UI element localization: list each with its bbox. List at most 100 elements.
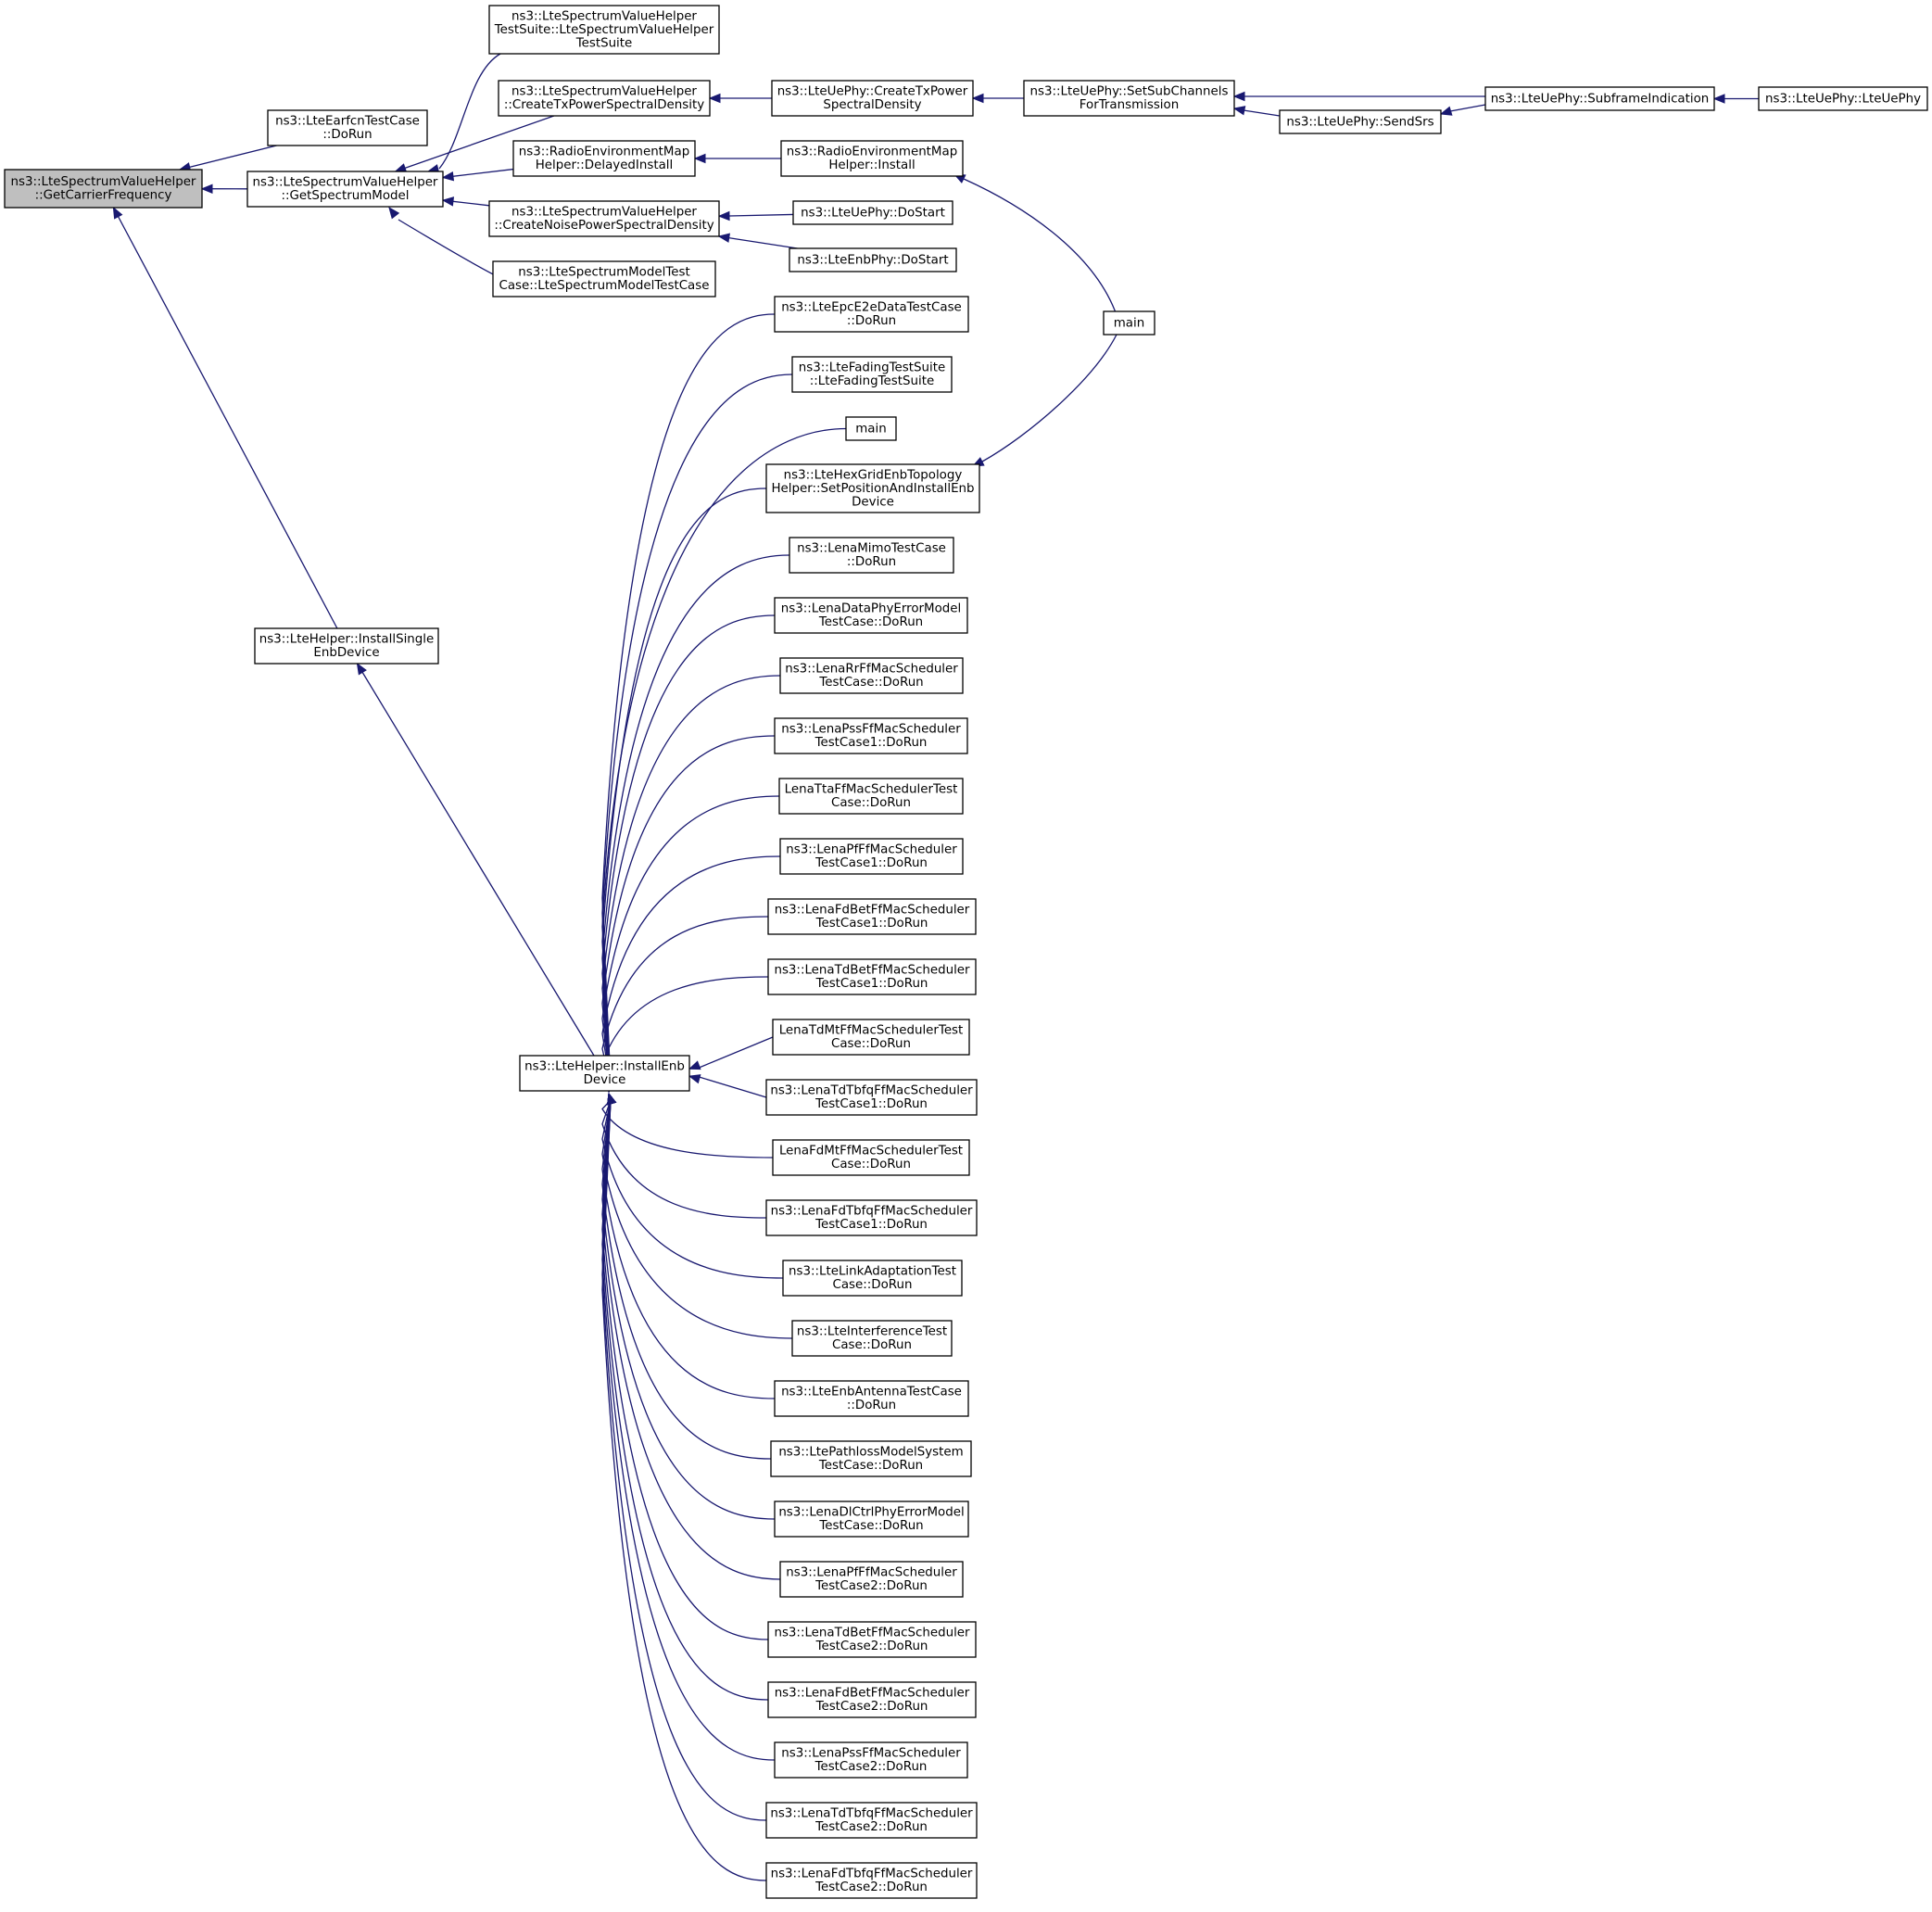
edge-installenb-to-installsingle: [356, 662, 595, 1057]
node-main2[interactable]: main: [845, 416, 897, 441]
node-label-line: ns3::LteSpectrumValueHelper: [11, 175, 196, 189]
node-fdtbfq2[interactable]: ns3::LenaFdTbfqFfMacSchedulerTestCase2::…: [765, 1862, 978, 1899]
node-label-line: ::GetCarrierFrequency: [35, 189, 172, 203]
edge-line: [601, 374, 793, 1086]
node-getcarrier[interactable]: ns3::LteSpectrumValueHelper::GetCarrierF…: [4, 169, 203, 209]
edge-delayed-to-getspectrum: [441, 168, 514, 182]
edge-arrowhead: [200, 184, 213, 194]
node-label-line: TestCase2::DoRun: [814, 1820, 928, 1834]
edge-setsub-to-uecreatetx: [971, 93, 1024, 104]
node-suite[interactable]: ns3::LteSpectrumValueHelperTestSuite::Lt…: [488, 5, 720, 55]
edge-arrowhead: [441, 171, 455, 182]
node-label-line: ns3::LteSpectrumValueHelper: [511, 9, 697, 23]
node-label-line: main: [855, 422, 886, 436]
node-label-line: TestCase1::DoRun: [814, 1097, 928, 1111]
node-box: [765, 463, 980, 513]
node-box: [498, 80, 711, 117]
edge-subframe-to-sendsrs: [1439, 104, 1486, 116]
edge-sendsrs-to-setsub: [1232, 106, 1281, 117]
node-tdbet2[interactable]: ns3::LenaTdBetFfMacSchedulerTestCase2::D…: [767, 1621, 977, 1658]
node-createnoise[interactable]: ns3::LteSpectrumValueHelper::CreateNoise…: [488, 200, 720, 237]
node-setsub[interactable]: ns3::LteUePhy::SetSubChannelsForTransmis…: [1023, 80, 1235, 117]
node-box: [519, 1055, 690, 1092]
node-box: [782, 1260, 963, 1297]
node-fdbet1[interactable]: ns3::LenaFdBetFfMacSchedulerTestCase1::D…: [767, 898, 977, 935]
edge-main1-to-hexgrid: [971, 334, 1118, 467]
node-subframe[interactable]: ns3::LteUePhy::SubframeIndication: [1484, 86, 1715, 111]
node-box: [771, 80, 974, 117]
node-box: [1103, 310, 1155, 336]
node-dataphy[interactable]: ns3::LenaDataPhyErrorModelTestCase::DoRu…: [774, 597, 968, 634]
edge-line: [438, 53, 501, 170]
node-label-line: ns3::LteFadingTestSuite: [799, 361, 945, 375]
node-box: [488, 5, 720, 55]
node-box: [1484, 86, 1715, 111]
node-label-line: ns3::LenaPfFfMacScheduler: [786, 843, 957, 857]
node-pathloss[interactable]: ns3::LtePathlossModelSystemTestCase::DoR…: [770, 1440, 972, 1477]
node-sendsrs[interactable]: ns3::LteUePhy::SendSrs: [1279, 109, 1442, 134]
node-pf1[interactable]: ns3::LenaPfFfMacSchedulerTestCase1::DoRu…: [779, 838, 964, 875]
node-box: [770, 1440, 972, 1477]
edge-arrowhead: [112, 206, 123, 220]
node-delayed[interactable]: ns3::RadioEnvironmentMapHelper::DelayedI…: [512, 140, 696, 177]
node-main1[interactable]: main: [1103, 310, 1155, 336]
node-uedostart[interactable]: ns3::LteUePhy::DoStart: [792, 200, 953, 225]
edge-line: [1449, 104, 1486, 112]
node-uecreatetx[interactable]: ns3::LteUePhy::CreateTxPowerSpectralDens…: [771, 80, 974, 117]
edge-line: [601, 313, 776, 1086]
node-epc[interactable]: ns3::LteEpcE2eDataTestCase::DoRun: [774, 296, 969, 333]
node-pss2[interactable]: ns3::LenaPssFfMacSchedulerTestCase2::DoR…: [774, 1741, 968, 1779]
node-label-line: Helper::DelayedInstall: [536, 158, 674, 172]
edge-line: [601, 735, 776, 1086]
node-modeltest[interactable]: ns3::LteSpectrumModelTestCase::LteSpectr…: [492, 260, 716, 298]
node-box: [254, 627, 439, 665]
node-mimo[interactable]: ns3::LenaMimoTestCase::DoRun: [789, 537, 954, 574]
node-pf2[interactable]: ns3::LenaPfFfMacSchedulerTestCase2::DoRu…: [779, 1561, 964, 1598]
node-antenna[interactable]: ns3::LteEnbAntennaTestCase::DoRun: [774, 1380, 969, 1417]
edge-line: [601, 487, 767, 1086]
node-box: [789, 537, 954, 574]
node-label-line: ns3::LteLinkAdaptationTest: [789, 1265, 956, 1279]
node-label-line: TestCase1::DoRun: [814, 1218, 928, 1232]
edge-line: [601, 1099, 767, 1881]
node-createtx[interactable]: ns3::LteSpectrumValueHelper::CreateTxPow…: [498, 80, 711, 117]
node-box: [772, 1019, 970, 1056]
node-tdtbfq2[interactable]: ns3::LenaTdTbfqFfMacSchedulerTestCase2::…: [765, 1802, 978, 1839]
node-tdbet1[interactable]: ns3::LenaTdBetFfMacSchedulerTestCase1::D…: [767, 958, 977, 995]
node-fdtbfq1[interactable]: ns3::LenaFdTbfqFfMacSchedulerTestCase1::…: [765, 1199, 978, 1236]
node-box: [267, 109, 428, 146]
node-pss1[interactable]: ns3::LenaPssFfMacSchedulerTestCase1::DoR…: [774, 717, 968, 754]
edge-arrowhead: [441, 196, 455, 207]
node-label-line: Case::LteSpectrumModelTestCase: [499, 279, 710, 293]
node-ltephy[interactable]: ns3::LteUePhy::LteUePhy: [1758, 86, 1928, 111]
node-enbdostart[interactable]: ns3::LteEnbPhy::DoStart: [789, 247, 957, 272]
node-box: [765, 1862, 978, 1899]
edge-rr-to-installenb: [601, 675, 781, 1094]
node-label-line: ns3::LenaTdTbfqFfMacScheduler: [770, 1084, 973, 1098]
edge-line: [601, 675, 781, 1086]
edge-line: [601, 1099, 776, 1761]
node-getspectrum[interactable]: ns3::LteSpectrumValueHelper::GetSpectrum…: [246, 171, 444, 208]
node-dlctrl[interactable]: ns3::LenaDlCtrlPhyErrorModelTestCase::Do…: [774, 1500, 969, 1538]
node-label-line: ns3::LteEarfcnTestCase: [275, 115, 420, 129]
node-hexgrid[interactable]: ns3::LteHexGridEnbTopologyHelper::SetPos…: [765, 463, 980, 513]
node-label-line: ns3::LenaPssFfMacScheduler: [781, 1747, 961, 1761]
edge-line: [601, 1099, 769, 1701]
node-fdbet2[interactable]: ns3::LenaFdBetFfMacSchedulerTestCase2::D…: [767, 1681, 977, 1718]
node-label-line: ns3::LteUePhy::SendSrs: [1286, 115, 1433, 129]
node-label-line: ns3::LteHelper::InstallEnb: [524, 1060, 685, 1074]
node-fading[interactable]: ns3::LteFadingTestSuite::LteFadingTestSu…: [791, 356, 953, 393]
node-earfcn[interactable]: ns3::LteEarfcnTestCase::DoRun: [267, 109, 428, 146]
node-tdtbfq1[interactable]: ns3::LenaTdTbfqFfMacSchedulerTestCase1::…: [765, 1079, 978, 1116]
edge-epc-to-installenb: [601, 313, 776, 1094]
node-box: [488, 200, 720, 237]
